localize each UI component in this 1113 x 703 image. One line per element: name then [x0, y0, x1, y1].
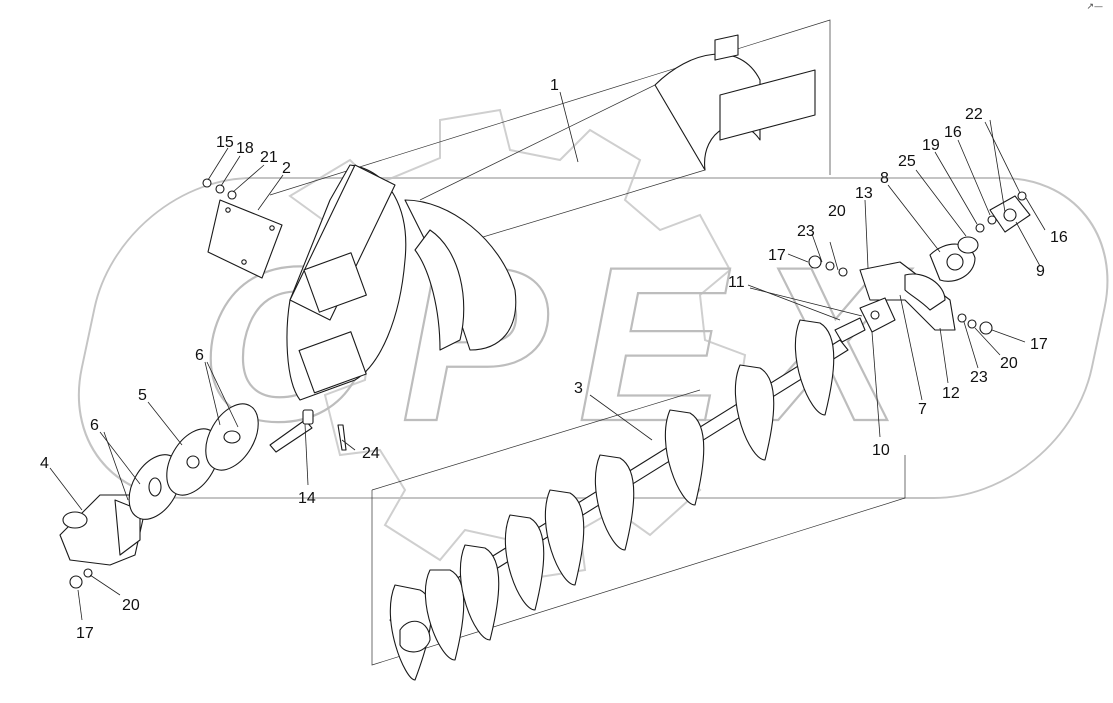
- leader-lines: [49, 91, 1046, 621]
- callouts: 1 2 3 4 5 6 6 7 8 9 10 11 12 13 14 15 16…: [40, 77, 1068, 642]
- nuts-15-18-21: [202, 178, 237, 200]
- callout-2: 2: [282, 160, 291, 177]
- callout-16-upper: 16: [944, 124, 962, 141]
- callout-13: 13: [855, 185, 873, 202]
- callout-20-bottom: 20: [122, 597, 140, 614]
- callout-22: 22: [965, 106, 983, 123]
- frame-lines: [269, 19, 906, 666]
- callout-9: 9: [1036, 263, 1045, 280]
- callout-1: 1: [550, 77, 559, 94]
- parts-14-24-pin: [269, 409, 347, 453]
- parts-5-6-discs: [128, 403, 259, 520]
- part-25-bearing: [957, 236, 979, 254]
- callout-25: 25: [898, 153, 916, 170]
- part-1-housing: [419, 34, 816, 251]
- callout-17-right: 17: [1030, 336, 1048, 353]
- part-2-cover-plate: [207, 199, 283, 279]
- callout-12: 12: [942, 385, 960, 402]
- corner-mark: ↗—: [1086, 2, 1103, 12]
- part-3-auger-screw: [389, 319, 849, 681]
- callout-14: 14: [298, 490, 316, 507]
- callout-17-bottom: 17: [76, 625, 94, 642]
- callout-24: 24: [362, 445, 380, 462]
- callout-15: 15: [216, 134, 234, 151]
- callout-5: 5: [138, 387, 147, 404]
- callout-11: 11: [728, 274, 745, 291]
- callout-16-right: 16: [1050, 229, 1068, 246]
- callout-20-upper: 20: [828, 203, 846, 220]
- right-end-assembly: [834, 191, 1031, 343]
- callout-23-right: 23: [970, 369, 988, 386]
- callout-19: 19: [922, 137, 940, 154]
- callout-3: 3: [574, 380, 583, 397]
- trough-window: [303, 252, 367, 313]
- callout-10: 10: [872, 442, 890, 459]
- callout-6-upper: 6: [195, 347, 204, 364]
- part-13-bracket: [859, 261, 956, 331]
- callout-17-left: 17: [768, 247, 786, 264]
- callout-6-lower: 6: [90, 417, 99, 434]
- callout-21: 21: [260, 149, 278, 166]
- callout-7: 7: [918, 401, 927, 418]
- callout-18: 18: [236, 140, 254, 157]
- part-7-bracket: [904, 273, 946, 311]
- callout-20-right: 20: [1000, 355, 1018, 372]
- part-11-shaft-end: [834, 317, 866, 343]
- callout-23-upper: 23: [797, 223, 815, 240]
- hardware-17-20-23: [808, 255, 993, 335]
- callout-4: 4: [40, 455, 49, 472]
- callout-8: 8: [880, 170, 889, 187]
- trough-end-plate: [286, 164, 517, 401]
